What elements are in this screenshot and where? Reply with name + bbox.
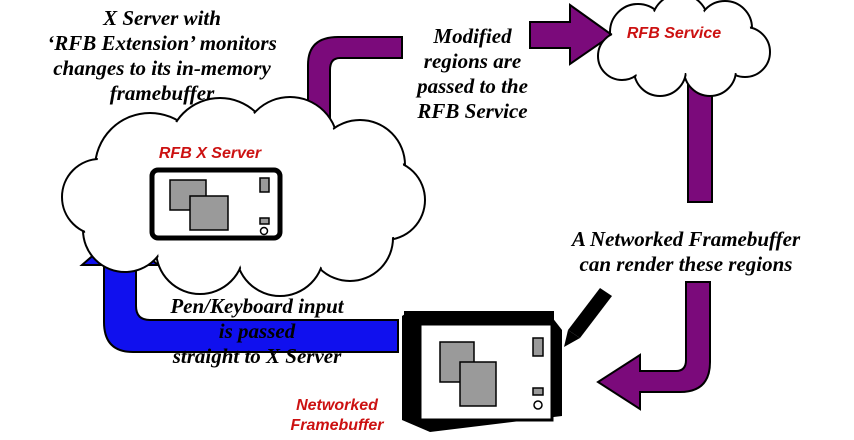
screen-knob bbox=[259, 226, 269, 236]
text-line: can render these regions bbox=[579, 252, 793, 276]
flow-arrow-to-networked-framebuffer bbox=[596, 281, 711, 411]
tablet-device-icon bbox=[402, 311, 562, 432]
screen-window-front bbox=[189, 195, 229, 231]
rfb-service-label: RFB Service bbox=[626, 25, 722, 42]
text-line: RFB Service bbox=[417, 99, 528, 123]
flow-arrowhead-to-rfb-service bbox=[529, 3, 614, 66]
tablet-window-front bbox=[459, 361, 497, 407]
text-line: Modified bbox=[433, 24, 512, 48]
screen-button-mid bbox=[259, 217, 270, 225]
text-line: passed to the bbox=[417, 74, 528, 98]
text-line: is passed bbox=[218, 319, 296, 343]
rfb-x-server-label: RFB X Server bbox=[158, 145, 262, 162]
text-line: Framebuffer bbox=[290, 417, 384, 434]
rfb-service-cloud-fill bbox=[600, 0, 768, 94]
text-line: X Server with bbox=[103, 6, 221, 30]
tablet-button-mid bbox=[532, 387, 544, 396]
text-line: Pen/Keyboard input bbox=[170, 294, 344, 318]
stylus-pen-icon bbox=[564, 288, 612, 347]
text-line: A Networked Framebuffer bbox=[571, 227, 801, 251]
tablet-knob bbox=[533, 400, 543, 410]
flow-arrow-service-down bbox=[687, 79, 713, 203]
tablet-button-top bbox=[532, 337, 544, 357]
text-line: straight to X Server bbox=[172, 344, 342, 368]
text-line: ‘RFB Extension’ monitors bbox=[47, 31, 277, 55]
text-line: Networked bbox=[296, 397, 378, 414]
text-line: changes to its in-memory bbox=[53, 56, 271, 80]
framebuffer-screen-icon bbox=[149, 167, 283, 241]
text-line: regions are bbox=[423, 49, 522, 73]
screen-button-top bbox=[259, 177, 270, 193]
text-line: framebuffer bbox=[109, 81, 215, 105]
